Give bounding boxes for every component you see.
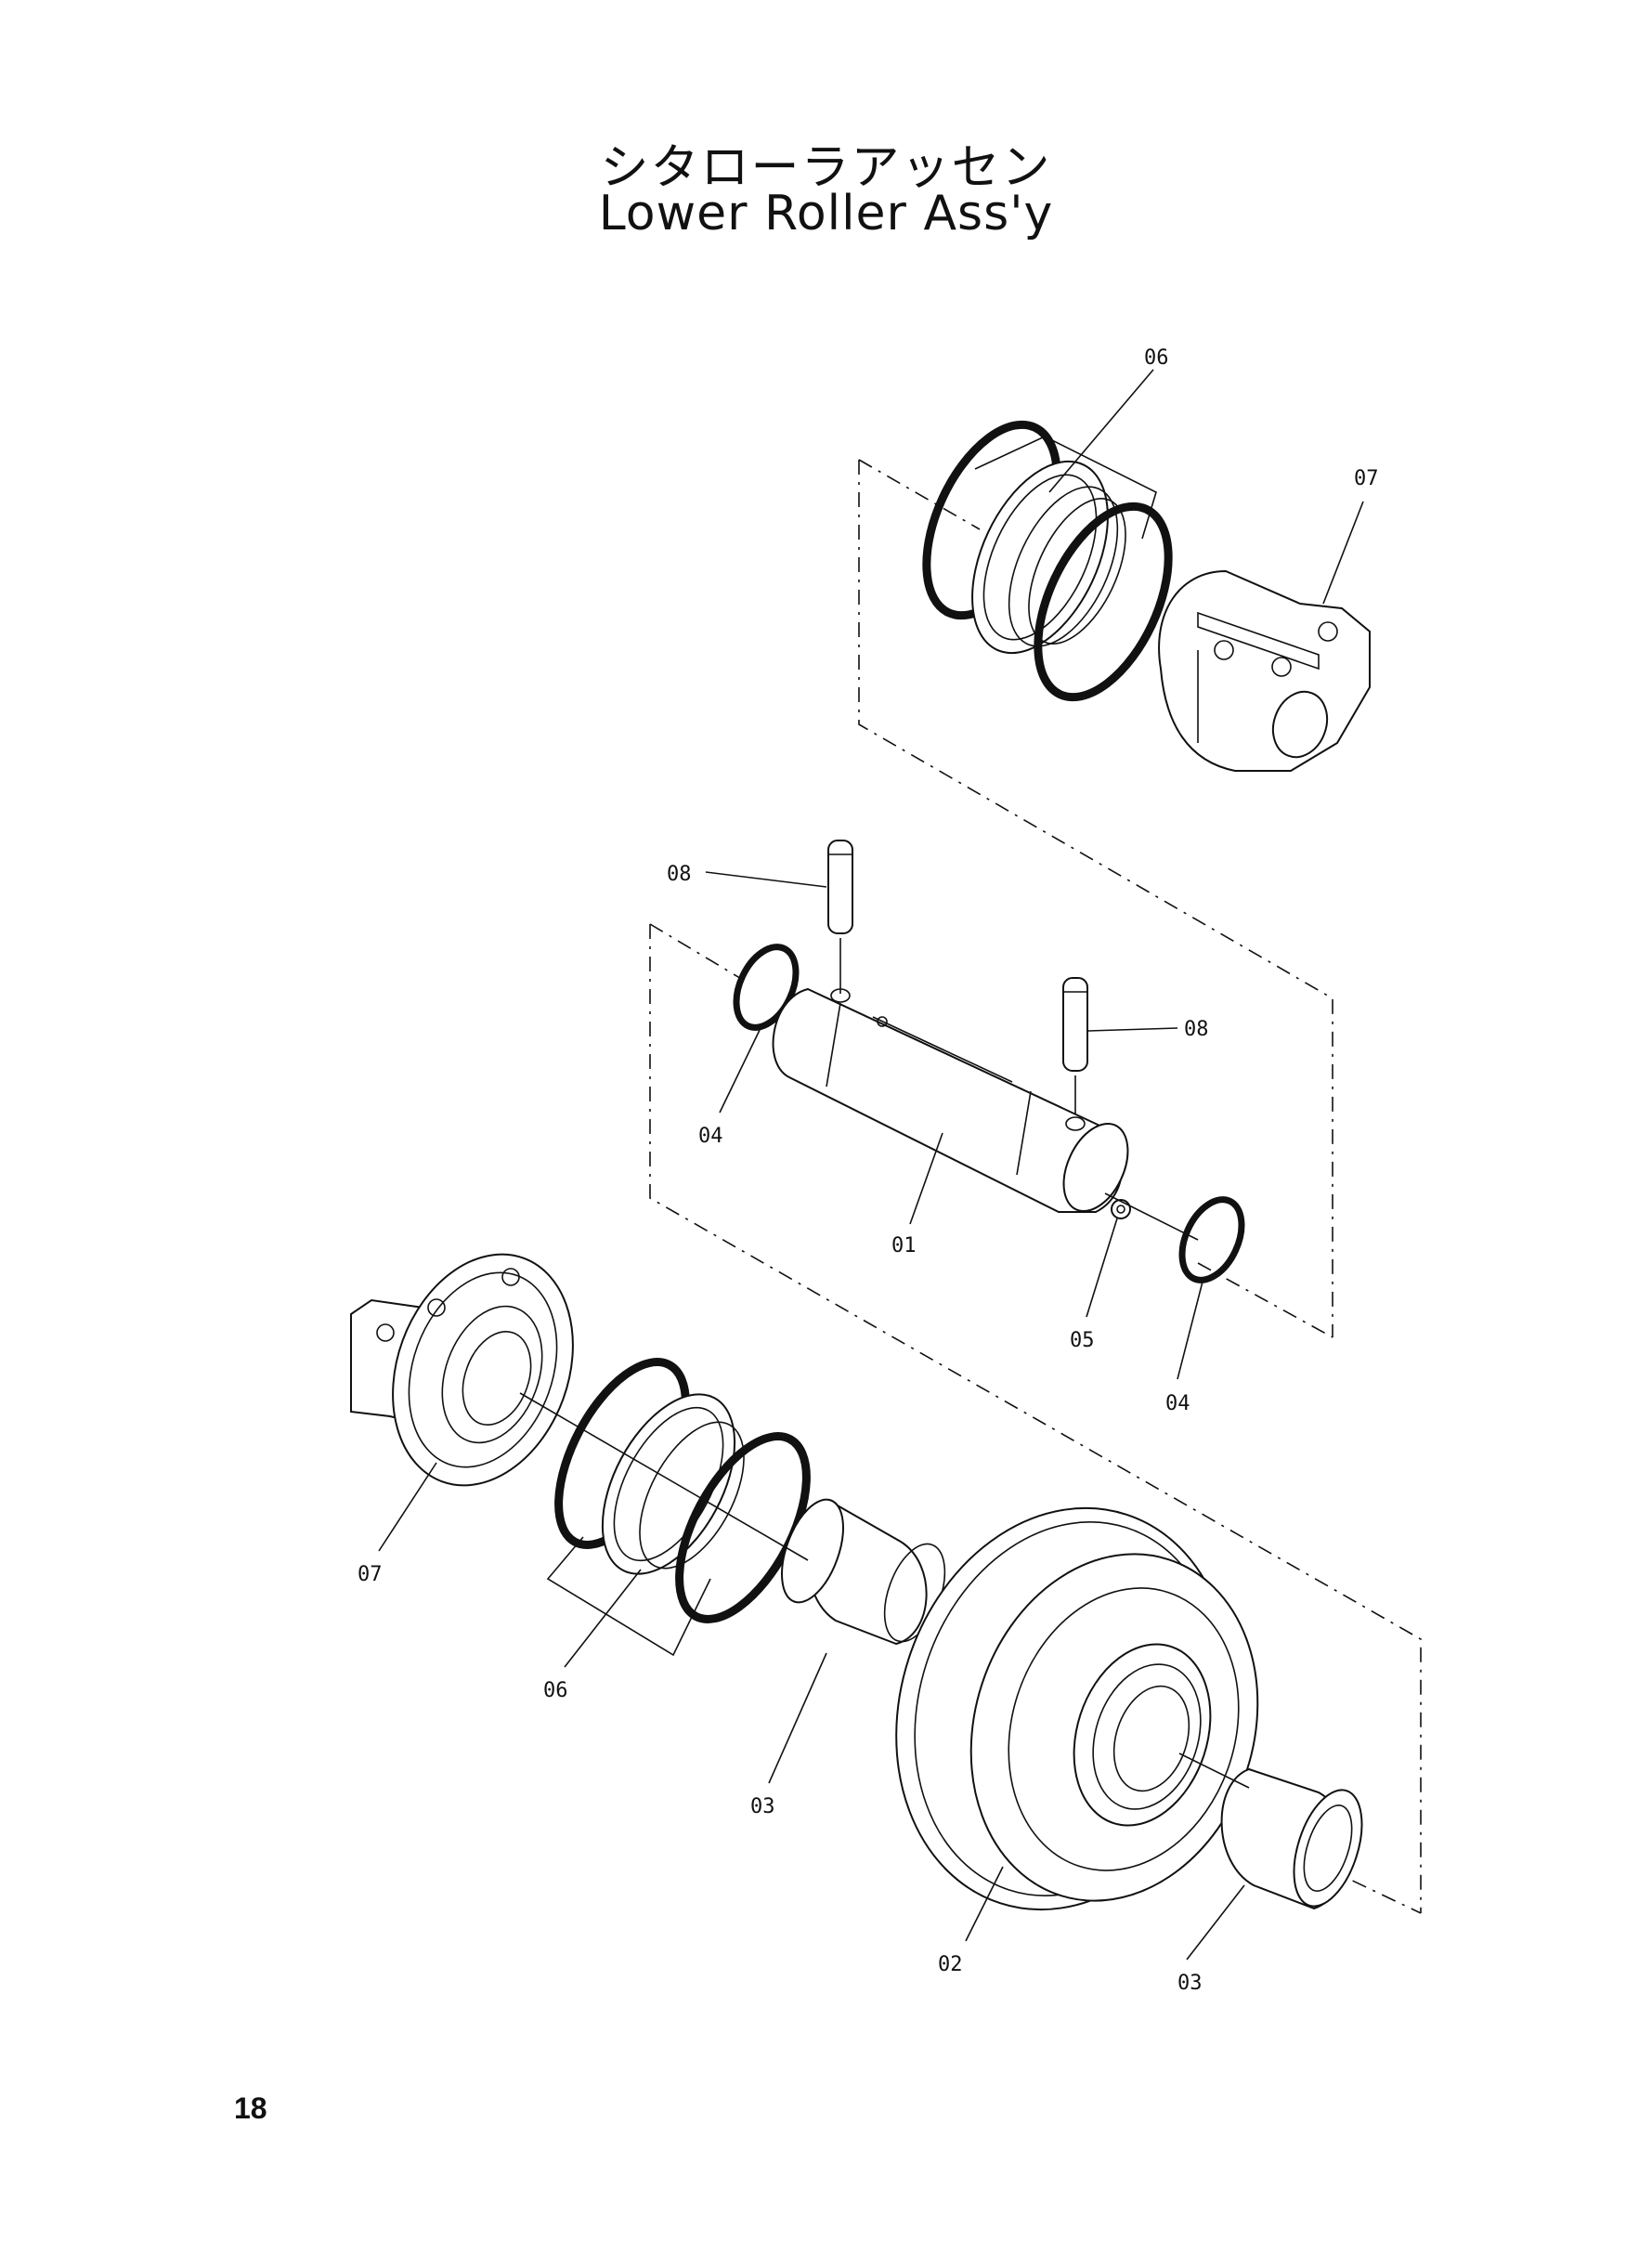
callout-07-left: 07 [358, 1563, 383, 1586]
callout-04-left: 04 [698, 1125, 723, 1148]
floating-seal-06-bottom [601, 1393, 745, 1575]
page-title-japanese: シタローラアッセン [600, 140, 1052, 196]
seal-ring-06-top-right [1034, 502, 1173, 702]
o-ring-04-right [1178, 1196, 1245, 1283]
callout-08-right: 08 [1184, 1018, 1209, 1041]
pin-08-right [1062, 977, 1088, 1124]
bushing-03-right [1220, 1767, 1363, 1910]
floating-seal-06-top [971, 460, 1126, 655]
callout-05: 05 [1070, 1329, 1095, 1352]
bushing-03-left [781, 1498, 946, 1646]
callout-04-right: 04 [1165, 1392, 1190, 1415]
callout-08-left: 08 [667, 863, 692, 886]
assembly-frame-lines [649, 459, 1422, 1914]
bracket-07-top [1158, 569, 1371, 772]
plug-05 [1111, 1199, 1131, 1219]
callout-03-right: 03 [1177, 1972, 1203, 1995]
callout-07-top: 07 [1354, 467, 1379, 490]
lower-roller-02 [895, 1506, 1259, 1911]
pin-08-left [827, 840, 853, 994]
callout-01: 01 [891, 1234, 917, 1257]
bracket-07-left [350, 1253, 574, 1487]
callout-06-top: 06 [1144, 346, 1169, 370]
callout-02: 02 [938, 1953, 963, 1976]
callout-03-left: 03 [750, 1795, 775, 1818]
shaft-01 [772, 987, 1129, 1213]
o-ring-04-left [733, 944, 800, 1031]
page-number: 18 [234, 2091, 267, 2125]
page-title-english: Lower Roller Ass'y [598, 186, 1054, 241]
leader-lines [378, 369, 1364, 1961]
callout-06-bottom: 06 [543, 1679, 568, 1702]
